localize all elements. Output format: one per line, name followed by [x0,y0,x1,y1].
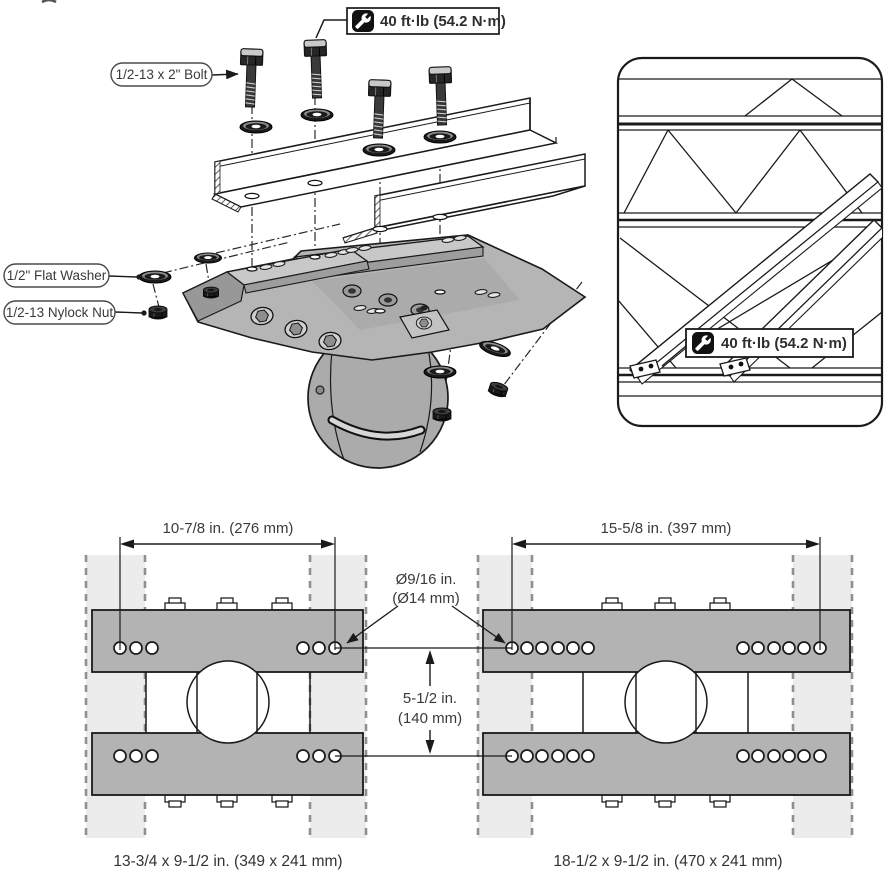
torque-value-frame: 40 ft·lb (54.2 N·m) [721,335,847,352]
hole-pattern-left: 10-7/8 in. (276 mm) 13-3/4 x 9-1/2 in. (… [84,520,368,870]
frame-detail-view: 40 ft·lb (54.2 N·m) [616,56,884,428]
shared-dimensions: 5-1/2 in. (140 mm) Ø9/16 in. (Ø14 mm) [335,571,512,757]
torque-callout-top: 40 ft·lb (54.2 N·m) [315,7,506,39]
bracket-slots [259,235,501,314]
bolt-label: 1/2-13 x 2" Bolt [110,62,239,87]
wrench-icon [352,10,374,32]
right-footprint-caption: 18-1/2 x 9-1/2 in. (470 x 241 mm) [553,853,782,870]
rail-rear [342,153,586,244]
pivot-hex-bolt [415,316,433,330]
washer-label-text: 1/2" Flat Washer [7,268,107,283]
row-spacing-text-1: 5-1/2 in. [403,690,457,707]
mounting-bracket [181,234,587,361]
hole-diameter-callout: Ø9/16 in. (Ø14 mm) [346,571,506,644]
width-dimension: 10-7/8 in. (276 mm) [119,520,336,650]
left-footprint-caption: 13-3/4 x 9-1/2 in. (349 x 241 mm) [113,853,342,870]
washer-label: 1/2" Flat Washer [3,263,142,288]
torque-callout-frame: 40 ft·lb (54.2 N·m) [661,328,854,367]
center-structure [582,660,749,744]
hole-dia-text-1: Ø9/16 in. [396,571,457,588]
torque-value-top: 40 ft·lb (54.2 N·m) [380,13,506,30]
wrench-icon [692,332,714,354]
hole-pattern-right: 15-5/8 in. (397 mm) 18-1/2 x 9-1/2 in. (… [476,520,854,870]
exploded-view: 40 ft·lb (54.2 N·m) 1/2-13 x 2" Bolt 1/2… [3,7,587,469]
bracket-bolt-holes [246,254,446,314]
width-dimension: 15-5/8 in. (397 mm) [511,520,821,650]
nut-label-text: 1/2-13 Nylock Nut [6,305,114,320]
nut-label: 1/2-13 Nylock Nut [3,300,147,325]
pivot-casting [307,327,449,469]
right-width-dim-text: 15-5/8 in. (397 mm) [601,520,732,537]
rail-rear-holes [372,213,448,233]
hole-dia-text-2: (Ø14 mm) [392,590,460,607]
rail-front-holes [244,179,323,200]
left-width-dim-text: 10-7/8 in. (276 mm) [163,520,294,537]
center-structure [145,660,311,744]
bolt-holes [113,641,342,763]
row-spacing-text-2: (140 mm) [398,710,462,727]
page-edge-artifact [41,0,57,4]
row-spacing-dimension: 5-1/2 in. (140 mm) [390,650,470,754]
bolt-label-text: 1/2-13 x 2" Bolt [116,67,208,82]
